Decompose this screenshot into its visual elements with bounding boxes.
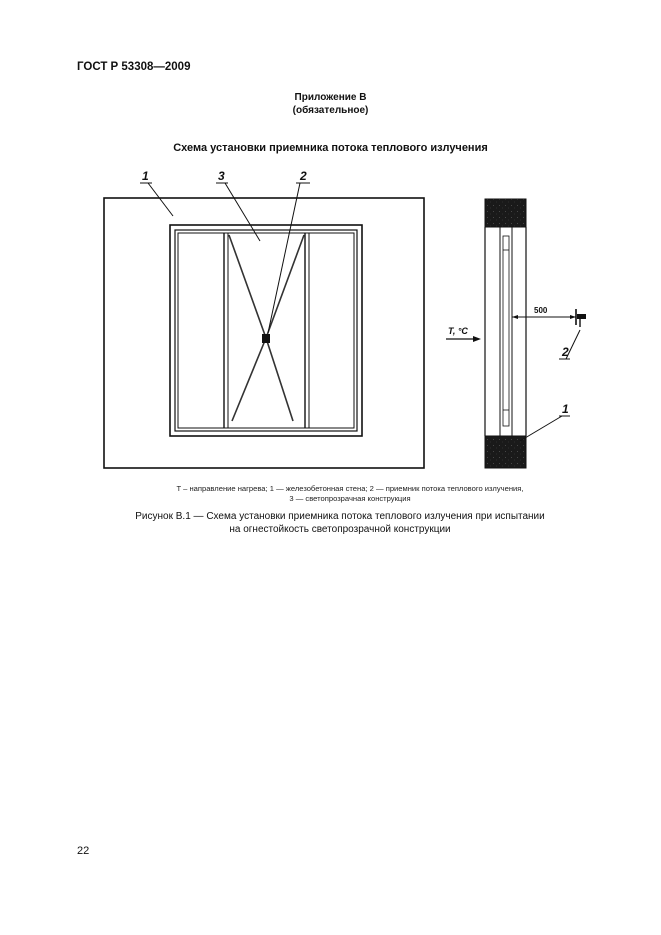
- label-receiver: 2: [299, 169, 307, 183]
- scheme-title: Схема установки приемника потока теплово…: [173, 142, 488, 154]
- wall-section-bottom: [484, 435, 527, 469]
- frame-outer: [169, 224, 363, 437]
- appendix-status: (обязательное): [292, 105, 369, 116]
- figure-caption-line-2: на огнестойкость светопрозрачной констру…: [229, 524, 451, 535]
- frame-glass: [177, 232, 355, 429]
- label-wall: 1: [142, 169, 149, 183]
- frame-section: [499, 226, 513, 437]
- figure-caption-line-1: Рисунок В.1 — Схема установки приемника …: [135, 511, 545, 522]
- receiver-device-icon: [577, 314, 586, 319]
- label-construction: 3: [218, 169, 225, 183]
- receiver-sensor-icon: [262, 334, 270, 343]
- document-header: ГОСТ Р 53308—2009: [77, 61, 191, 73]
- wall-section-top: [484, 198, 527, 228]
- legend-line-2: 3 — светопрозрачная конструкция: [289, 494, 411, 503]
- heating-direction-label: T, °C: [448, 326, 468, 336]
- distance-label: 500: [534, 306, 548, 315]
- front-view: 1 3 2: [103, 169, 425, 469]
- cross-wires: [228, 234, 305, 422]
- frame-inner: [174, 229, 358, 432]
- wall-outline: [103, 197, 425, 469]
- legend-line-1: T – направление нагрева; 1 — железобетон…: [176, 484, 524, 493]
- heating-direction-arrow: T, °C: [446, 326, 481, 342]
- side-label-wall: 1: [562, 402, 569, 416]
- appendix-title: Приложение В: [294, 92, 367, 103]
- glass-section: [502, 235, 510, 427]
- side-view: 500 2 1: [484, 198, 586, 469]
- side-label-receiver: 2: [561, 345, 569, 359]
- page-number: 22: [77, 845, 90, 857]
